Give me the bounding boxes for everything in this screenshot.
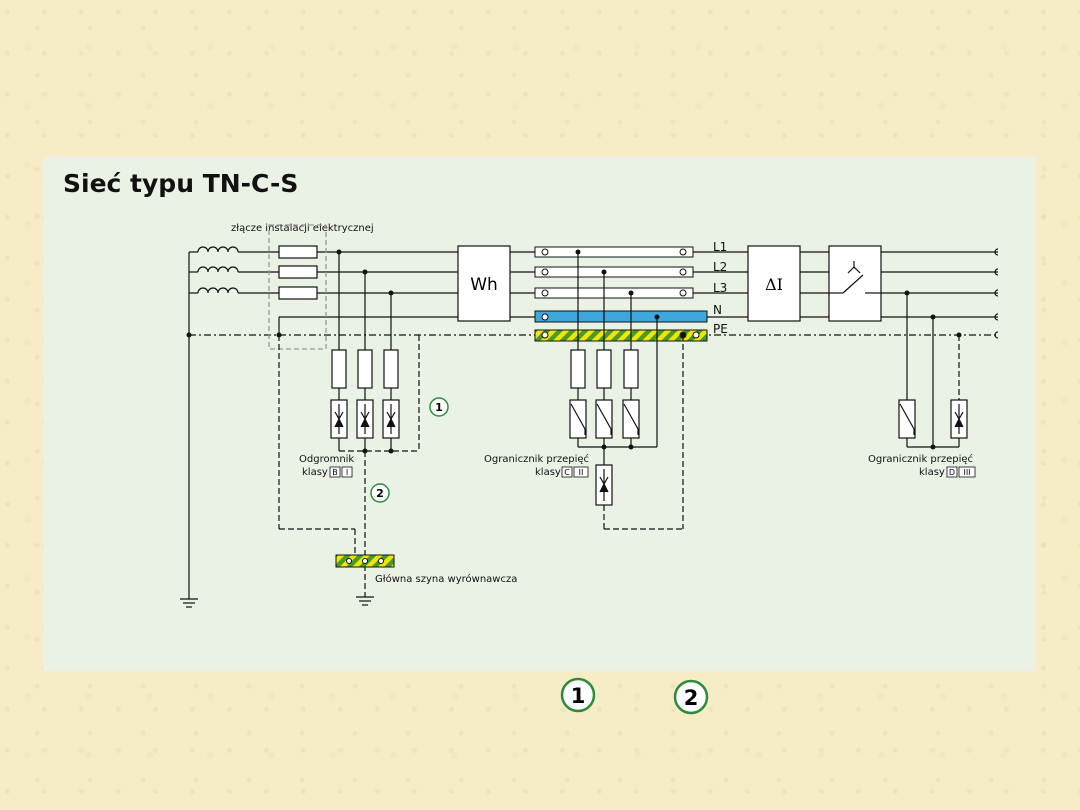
conductor-label-l3: L3 — [713, 281, 727, 295]
conductor-label-l1: L1 — [713, 240, 727, 254]
ground-symbols — [180, 596, 374, 608]
lightning-arresters — [330, 252, 420, 565]
limiter-d-label-2: klasy — [919, 467, 945, 478]
circuit-breaker — [828, 245, 882, 322]
svg-text:2: 2 — [376, 487, 384, 500]
energy-meter: Wh — [457, 245, 511, 322]
limiter-d-class-boxes: D III — [946, 466, 976, 478]
svg-text:1: 1 — [571, 684, 586, 708]
legend-marker-2: 2 — [673, 679, 709, 715]
svg-text:ΔI: ΔI — [765, 275, 783, 294]
conductor-label-l2: L2 — [713, 260, 727, 274]
svg-text:B: B — [332, 468, 338, 477]
svg-text:C: C — [564, 468, 570, 477]
arrester-label-2: klasy — [302, 467, 328, 478]
surge-limiter-c — [569, 252, 684, 530]
limiter-c-label-2: klasy — [535, 467, 561, 478]
page-title: Sieć typu TN-C-S — [63, 169, 299, 198]
surge-limiter-d — [898, 293, 968, 448]
connection-label: złącze instalacji elektrycznej — [231, 223, 374, 234]
source-coils — [188, 246, 239, 599]
rcd-device: ΔI — [747, 245, 801, 322]
limiter-d-label-1: Ogranicznik przepięć — [868, 453, 973, 465]
equipotential-bus — [335, 554, 395, 568]
svg-text:III: III — [963, 468, 970, 477]
line-terminals — [994, 248, 999, 339]
svg-text:I: I — [346, 468, 348, 477]
distribution-bars — [534, 246, 708, 342]
svg-text:Wh: Wh — [470, 275, 498, 295]
svg-text:1: 1 — [435, 401, 443, 414]
service-connection — [268, 224, 327, 350]
svg-text:2: 2 — [684, 686, 699, 710]
legend-marker-1: 1 — [560, 677, 596, 713]
limiter-c-label-1: Ogranicznik przepięć — [484, 453, 589, 465]
marker-2: 2 — [370, 483, 390, 503]
conductor-label-pe: PE — [713, 322, 728, 336]
diagram-panel: Sieć typu TN-C-S złącze instalacji elekt… — [43, 157, 1036, 671]
svg-text:D: D — [949, 468, 955, 477]
limiter-c-class-boxes: C II — [561, 466, 589, 478]
tn-c-s-diagram: złącze instalacji elektrycznej — [180, 223, 999, 608]
arrester-label-1: Odgromnik — [299, 454, 354, 465]
svg-text:II: II — [579, 468, 584, 477]
pe-connections — [278, 335, 366, 597]
arrester-class-boxes: B I — [329, 466, 353, 478]
marker-1: 1 — [429, 397, 449, 417]
conductor-label-n: N — [713, 303, 722, 317]
bus-label: Główna szyna wyrównawcza — [375, 573, 517, 585]
